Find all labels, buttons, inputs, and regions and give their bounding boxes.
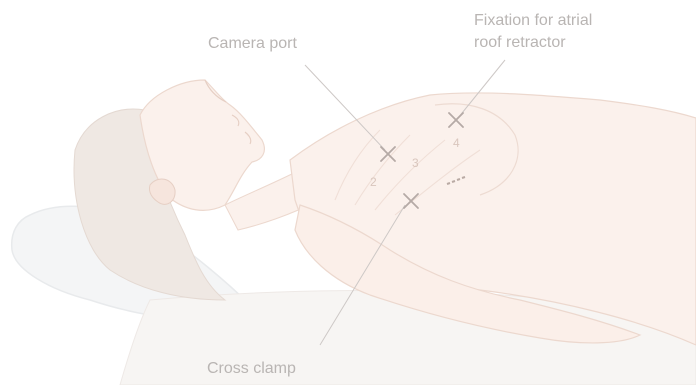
intercostal-number-2: 2 [370, 175, 377, 189]
label-fixation-line2: roof retractor [474, 33, 566, 53]
intercostal-number-3: 3 [412, 156, 419, 170]
label-camera-port: Camera port [208, 34, 297, 54]
intercostal-number-4: 4 [453, 136, 460, 150]
label-cross-clamp: Cross clamp [207, 359, 296, 379]
label-fixation-line1: Fixation for atrial [474, 11, 592, 31]
